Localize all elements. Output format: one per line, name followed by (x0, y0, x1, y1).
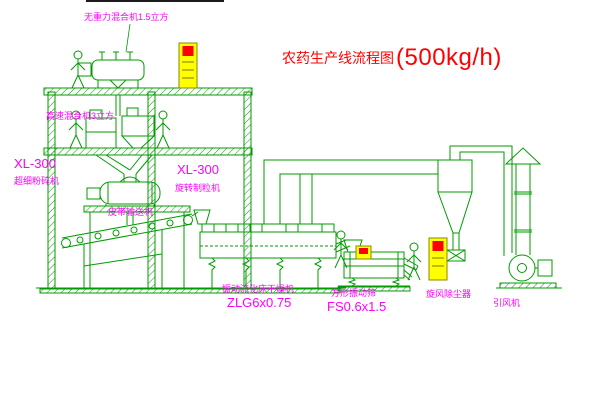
label-dryer-name: 振动流化床干燥机 (222, 284, 295, 294)
label-dryer-model: ZLG6x0.75 (227, 295, 292, 310)
induced-draft-fan (499, 254, 557, 289)
worker-figure (70, 50, 86, 89)
exhaust-duct (263, 159, 438, 224)
diagram-title: 农药生产线流程图 (500kg/h) (282, 44, 502, 72)
gravity-mixer (77, 23, 145, 116)
title-capacity: (500kg/h) (396, 44, 502, 71)
drawing-border-line (86, 0, 224, 2)
belt-conveyor (61, 211, 199, 288)
rotary-granulator (86, 176, 161, 225)
exhaust-stack (504, 147, 542, 255)
label-high-speed-mixer: 高速混合机3立方 (46, 111, 115, 121)
label-pulverizer-name: 超细粉碎机 (14, 176, 60, 186)
label-screen-model: FS0.6x1.5 (327, 299, 387, 314)
control-cabinet-right (428, 237, 448, 281)
pulverizer (85, 109, 117, 149)
label-granulator-name: 旋转制粒机 (175, 183, 221, 193)
label-pulverizer-model: XL-300 (14, 156, 56, 171)
label-granulator-model: XL-300 (177, 162, 219, 177)
label-screen-name: 方形振动筛 (331, 288, 377, 298)
high-speed-mixer (120, 107, 156, 149)
cyclone-separator (437, 145, 513, 262)
vibrating-screen (337, 239, 419, 292)
fluid-bed-dryer (193, 209, 351, 288)
y-chute (95, 154, 153, 182)
label-fan: 引风机 (493, 298, 521, 308)
control-cabinet-top (178, 42, 198, 89)
label-belt-conveyor: 皮带输送机 (108, 207, 154, 217)
ground-line (36, 287, 562, 294)
control-cabinet-screen (355, 245, 372, 260)
label-gravity-mixer: 无重力混合机1.5立方 (84, 12, 169, 22)
label-cyclone: 旋风除尘器 (426, 289, 472, 299)
worker-figure (155, 110, 171, 149)
title-text: 农药生产线流程图 (282, 50, 394, 66)
